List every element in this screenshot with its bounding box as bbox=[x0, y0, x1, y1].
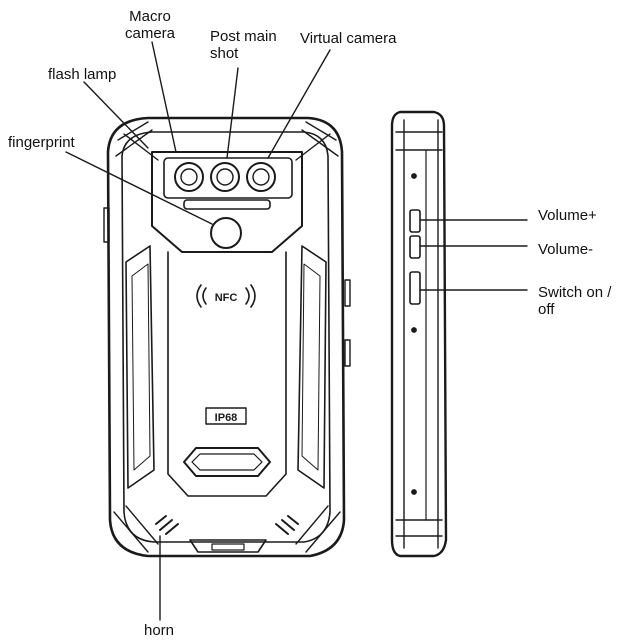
label-virtual-camera: Virtual camera bbox=[300, 30, 397, 47]
label-macro-camera: Macro camera bbox=[124, 8, 176, 42]
phone-side-view bbox=[390, 110, 448, 558]
label-volume-down: Volume- bbox=[538, 241, 594, 258]
label-horn: horn bbox=[144, 622, 175, 639]
label-volume-up: Volume+ bbox=[538, 207, 597, 224]
nfc-logo-text: NFC bbox=[215, 292, 238, 304]
phone-back-view bbox=[103, 116, 351, 558]
leader-lines bbox=[65, 41, 528, 621]
label-fingerprint: fingerprint bbox=[8, 134, 75, 151]
label-post-main-shot: Post main shot bbox=[210, 28, 277, 62]
label-flash-lamp: flash lamp bbox=[48, 66, 117, 83]
label-switch-on-off: Switch on / off bbox=[538, 284, 612, 318]
ip-rating-badge: IP68 bbox=[215, 412, 238, 424]
